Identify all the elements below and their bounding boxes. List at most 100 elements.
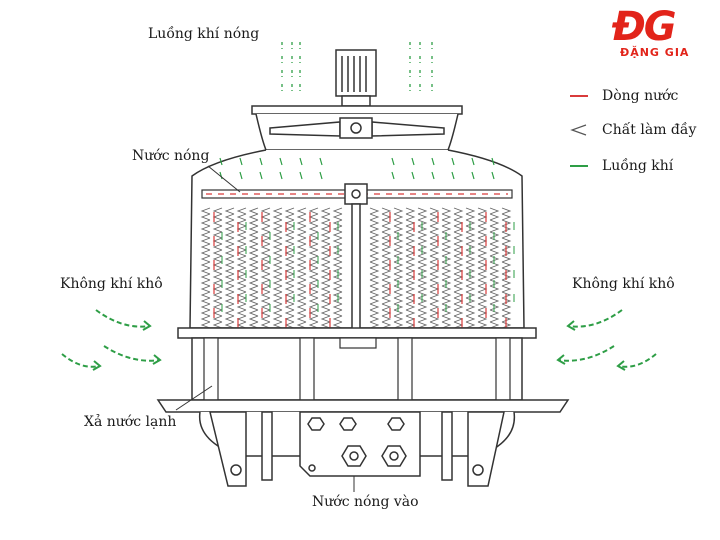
support-legs <box>209 411 505 487</box>
fill-chevron <box>308 297 319 305</box>
fill-chevron <box>332 249 343 257</box>
fill-chevron <box>477 267 488 275</box>
fill-chevron <box>393 267 404 275</box>
fill-chevron <box>441 267 452 275</box>
fill-chevron <box>501 225 512 233</box>
fill-chevron <box>441 261 452 269</box>
fill-chevron <box>429 255 440 263</box>
fill-chevron <box>308 291 319 299</box>
fill-chevron <box>465 255 476 263</box>
fill-chevron <box>429 249 440 257</box>
fill-chevron <box>332 309 343 317</box>
fill-chevron <box>284 213 295 221</box>
fill-chevron <box>405 309 416 317</box>
fill-chevron <box>212 321 223 329</box>
fill-chevron <box>441 285 452 293</box>
fill-chevron <box>465 267 476 275</box>
basin-rim <box>156 399 570 413</box>
fill-chevron <box>369 249 380 257</box>
fill-chevron <box>260 255 271 263</box>
fill-chevron <box>441 279 452 287</box>
fill-chevron <box>272 213 283 221</box>
fill-chevron <box>369 321 380 329</box>
fill-chevron <box>332 261 343 269</box>
green-line-icon <box>566 161 592 171</box>
fill-chevron <box>441 225 452 233</box>
fill-chevron <box>417 291 428 299</box>
air-streak <box>259 157 263 166</box>
fill-chevron <box>260 219 271 227</box>
fill-chevron <box>501 219 512 227</box>
fill-chevron <box>441 291 452 299</box>
fill-chevron <box>332 297 343 305</box>
fill-chevron <box>272 315 283 323</box>
arrowhead-icon <box>556 354 566 365</box>
fill-chevron <box>284 255 295 263</box>
fill-chevron <box>393 321 404 329</box>
fill-chevron <box>369 309 380 317</box>
fill-chevron <box>489 213 500 221</box>
fill-chevron <box>224 225 235 233</box>
fill-chevron <box>272 321 283 329</box>
fill-media <box>200 207 512 329</box>
fill-chevron <box>320 273 331 281</box>
chevron-icon <box>566 124 592 136</box>
fill-chevron <box>465 243 476 251</box>
fill-chevron <box>320 249 331 257</box>
fill-chevron <box>308 321 319 329</box>
fill-chevron <box>441 219 452 227</box>
fill-chevron <box>296 291 307 299</box>
fill-chevron <box>332 219 343 227</box>
fill-chevron <box>224 273 235 281</box>
fill-chevron <box>224 231 235 239</box>
fill-chevron <box>501 291 512 299</box>
fill-chevron <box>320 267 331 275</box>
air-streak <box>219 171 223 180</box>
leader-lines <box>175 165 355 492</box>
fill-chevron <box>272 297 283 305</box>
fill-chevron <box>212 255 223 263</box>
fill-chevron <box>477 219 488 227</box>
fill-chevron <box>260 279 271 287</box>
fill-chevron <box>296 279 307 287</box>
inflow-air-arrows <box>61 309 657 371</box>
legend-item-air: Luồng khí <box>566 158 673 174</box>
fill-chevron <box>489 303 500 311</box>
fill-chevron <box>236 231 247 239</box>
fill-chevron <box>501 303 512 311</box>
fill-chevron <box>369 225 380 233</box>
fill-chevron <box>332 267 343 275</box>
fill-chevron <box>272 273 283 281</box>
fill-chevron <box>308 207 319 215</box>
fill-chevron <box>212 267 223 275</box>
fill-chevron <box>477 225 488 233</box>
fill-chevron <box>489 273 500 281</box>
fill-chevron <box>200 255 211 263</box>
fill-chevron <box>260 273 271 281</box>
top-cover <box>251 105 463 115</box>
fill-chevron <box>465 261 476 269</box>
fill-chevron <box>405 279 416 287</box>
fill-chevron <box>308 231 319 239</box>
fill-chevron <box>332 303 343 311</box>
fill-chevron <box>501 207 512 215</box>
fill-chevron <box>477 231 488 239</box>
air-streak <box>491 157 495 166</box>
fill-chevron <box>453 213 464 221</box>
fill-chevron <box>296 243 307 251</box>
fill-chevron <box>369 237 380 245</box>
air-streak <box>299 157 303 166</box>
fill-chevron <box>501 297 512 305</box>
fill-chevron <box>429 243 440 251</box>
fill-chevron <box>417 279 428 287</box>
fill-chevron <box>200 291 211 299</box>
fill-chevron <box>369 213 380 221</box>
air-streak <box>451 171 455 180</box>
fill-chevron <box>405 261 416 269</box>
fill-chevron <box>417 207 428 215</box>
fill-chevron <box>501 243 512 251</box>
fill-chevron <box>248 297 259 305</box>
fill-chevron <box>501 267 512 275</box>
fill-chevron <box>369 243 380 251</box>
fill-chevron <box>272 225 283 233</box>
